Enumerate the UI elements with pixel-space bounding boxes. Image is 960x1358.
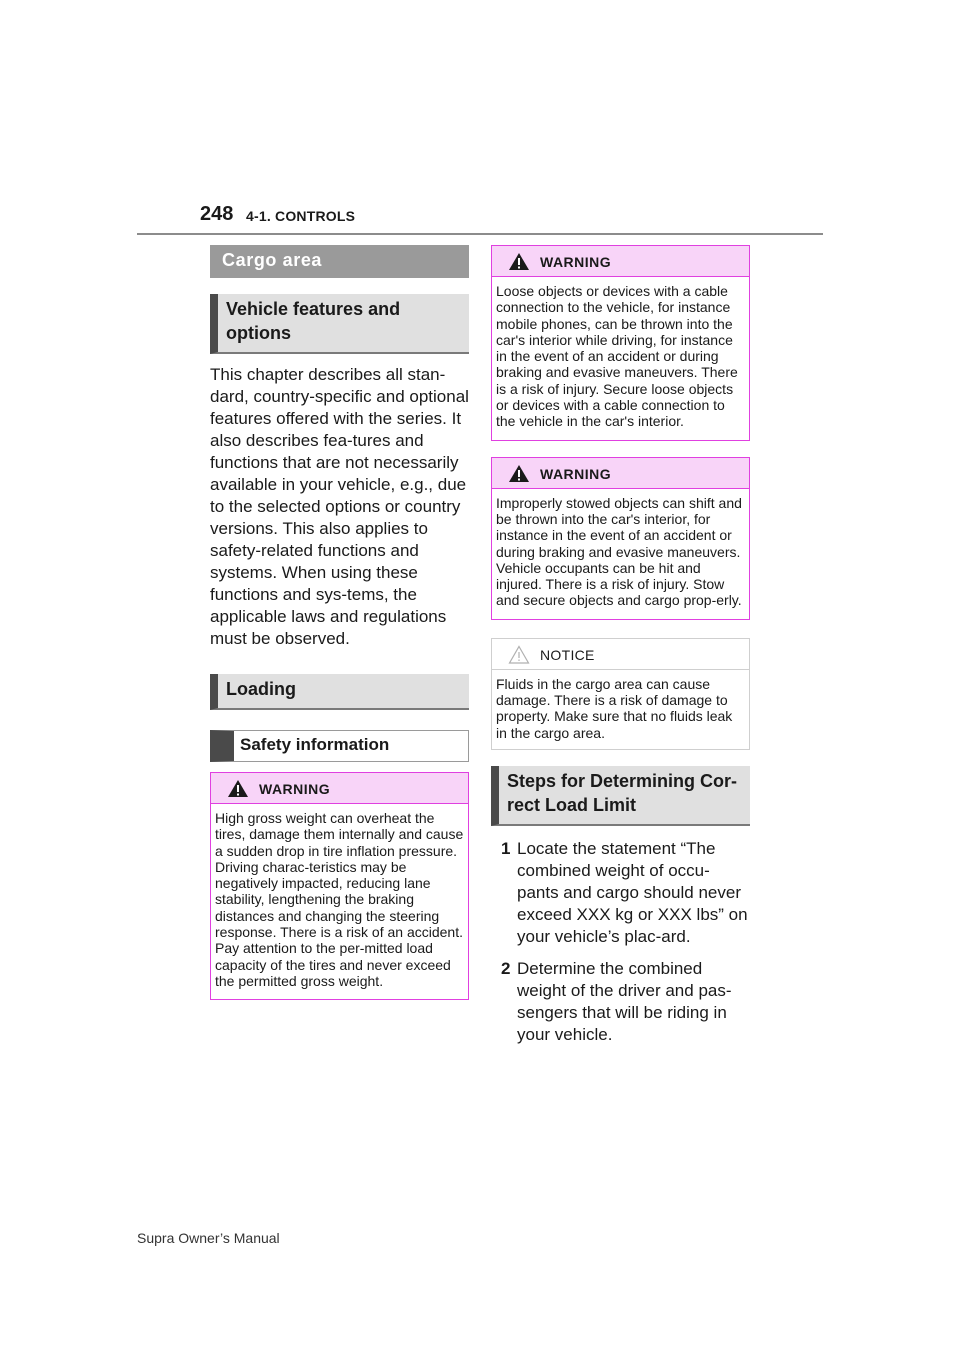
right-column: WARNING Loose objects or devices with a … bbox=[491, 245, 750, 1046]
intro-paragraph: This chapter describes all stan-dard, co… bbox=[210, 365, 469, 648]
warning-triangle-icon bbox=[509, 253, 529, 270]
notice-header: NOTICE bbox=[492, 639, 749, 670]
notice-label: NOTICE bbox=[540, 646, 595, 663]
warning-header: WARNING bbox=[211, 773, 468, 804]
warning-label: WARNING bbox=[540, 254, 612, 270]
warning-triangle-icon bbox=[228, 780, 248, 797]
step-number: 2 bbox=[501, 958, 511, 978]
warning-header: WARNING bbox=[492, 246, 749, 277]
subsection-vehicle-features: Vehicle features and options bbox=[210, 294, 469, 354]
notice-text: Fluids in the cargo area can cause damag… bbox=[496, 675, 733, 741]
warning-triangle-icon bbox=[509, 464, 529, 482]
step-text: Locate the statement “The combined weigh… bbox=[517, 838, 748, 946]
subsubsection-safety-information: Safety information bbox=[210, 730, 469, 762]
warning-text: High gross weight can overheat the tires… bbox=[215, 810, 464, 989]
footer-manual-title: Supra Owner’s Manual bbox=[137, 1230, 280, 1246]
warning-text: Improperly stowed objects can shift and … bbox=[496, 494, 742, 609]
left-column: Cargo area Vehicle features and options … bbox=[210, 245, 469, 1001]
list-item: 1 Locate the statement “The combined wei… bbox=[491, 838, 750, 948]
header-rule bbox=[137, 233, 823, 235]
step-number: 1 bbox=[501, 838, 511, 858]
warning-box-gross-weight: WARNING High gross weight can overheat t… bbox=[210, 772, 469, 1001]
notice-triangle-icon bbox=[508, 645, 530, 664]
chapter-title: 4-1. CONTROLS bbox=[246, 208, 356, 224]
warning-label: WARNING bbox=[259, 781, 331, 797]
subsection-loading: Loading bbox=[210, 674, 469, 710]
steps-list: 1 Locate the statement “The combined wei… bbox=[491, 838, 750, 1046]
warning-text: Loose objects or devices with a cable co… bbox=[496, 283, 738, 430]
page-number: 248 bbox=[200, 203, 234, 225]
warning-header: WARNING bbox=[492, 457, 749, 489]
section-title-cargo-area: Cargo area bbox=[210, 245, 469, 278]
notice-box-fluids: NOTICE Fluids in the cargo area can caus… bbox=[491, 637, 750, 750]
step-text: Determine the combined weight of the dri… bbox=[517, 958, 732, 1044]
subsection-load-limit-steps: Steps for Determining Cor-rect Load Limi… bbox=[491, 765, 750, 826]
warning-box-loose-objects: WARNING Loose objects or devices with a … bbox=[491, 245, 750, 441]
list-item: 2 Determine the combined weight of the d… bbox=[491, 958, 750, 1046]
warning-box-stowed-objects: WARNING Improperly stowed objects can sh… bbox=[491, 456, 750, 620]
warning-label: WARNING bbox=[540, 465, 612, 482]
